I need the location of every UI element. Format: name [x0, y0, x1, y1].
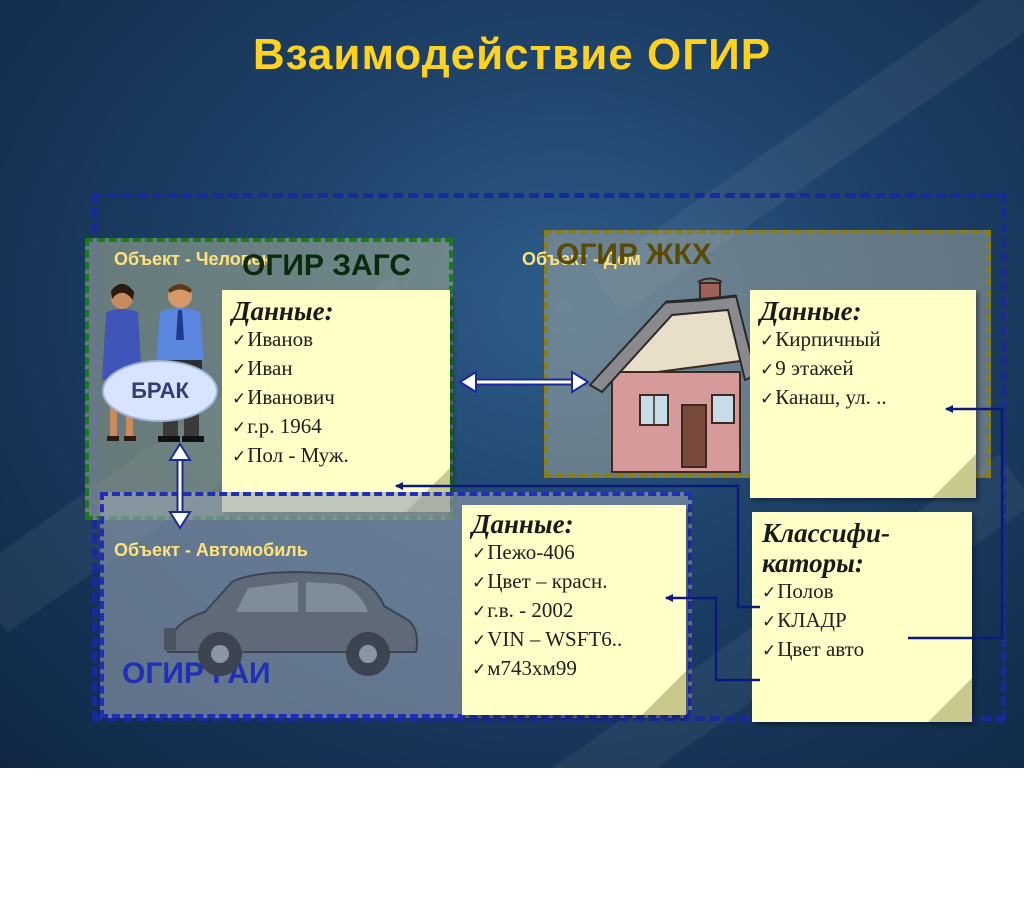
list-item: ✓Полов [762, 579, 834, 603]
list-item: ✓Пежо-406 [472, 540, 575, 564]
checkmark-icon: ✓ [762, 612, 777, 632]
checkmark-icon: ✓ [760, 331, 775, 351]
woman-shoe-left [107, 436, 119, 441]
house-door [681, 404, 707, 468]
car-window-front [236, 582, 298, 612]
checkmark-icon: ✓ [232, 447, 247, 467]
man-shoe-left [158, 436, 180, 442]
car-clipart [164, 570, 418, 676]
classifiers-title-line1: Классифи- [762, 518, 890, 548]
zhkh-data-note: Данные: ✓Кирпичный ✓9 этажей ✓Канаш, ул.… [750, 290, 976, 498]
man-shoe-right [182, 436, 204, 442]
connector-kladr-classifier [908, 405, 1004, 640]
list-item: ✓Пол - Муж. [232, 443, 349, 467]
vertical-arrow-head-top [168, 442, 192, 461]
gai-data-note: Данные: ✓Пежо-406 ✓Цвет – красн. ✓г.в. -… [462, 505, 686, 715]
list-item: ✓9 этажей [760, 356, 854, 380]
checkmark-icon: ✓ [472, 602, 487, 622]
double-arrow-head-right [571, 370, 590, 394]
zags-data-title: Данные: [232, 296, 334, 326]
zhkh-object-label: Объект - Дом [522, 249, 641, 269]
checkmark-icon: ✓ [472, 660, 487, 680]
gai-data-list: ✓Пежо-406 ✓Цвет – красн. ✓г.в. - 2002 ✓V… [472, 539, 676, 684]
connector-layer [168, 370, 1004, 682]
checkmark-icon: ✓ [760, 360, 775, 380]
note-fold [642, 671, 686, 715]
note-fold [928, 678, 972, 722]
connector-color-classifier [665, 594, 760, 682]
list-item: ✓Цвет авто [762, 637, 865, 661]
checkmark-icon: ✓ [762, 641, 777, 661]
gai-object-label: Объект - Автомобиль [114, 540, 308, 560]
zags-data-note: Данные: ✓Иванов ✓Иван ✓Иванович ✓г.р. 19… [222, 290, 450, 512]
gai-ogir-label: ОГИР ГАИ [122, 657, 271, 690]
list-item: ✓г.р. 1964 [232, 414, 322, 438]
list-item: ✓Цвет – красн. [472, 569, 608, 593]
list-item: ✓VIN – WSFT6.. [472, 627, 623, 651]
car-hubcap-rear [359, 645, 377, 663]
list-item: ✓Иванов [232, 327, 314, 351]
classifiers-note: Классифи- каторы: ✓Полов ✓КЛАДР ✓Цвет ав… [752, 512, 972, 722]
car-window-rear [306, 582, 368, 612]
checkmark-icon: ✓ [232, 360, 247, 380]
vertical-arrow-head-bottom [168, 511, 192, 530]
classifiers-title-line2: каторы: [762, 548, 864, 578]
zags-ogir-label: ОГИР ЗАГС [242, 249, 411, 282]
checkmark-icon: ✓ [472, 573, 487, 593]
list-item: ✓м743хм99 [472, 656, 577, 680]
checkmark-icon: ✓ [472, 631, 487, 651]
checkmark-icon: ✓ [762, 583, 777, 603]
connector-gender-classifier [395, 482, 760, 609]
note-fold [932, 454, 976, 498]
zhkh-data-title: Данные: [760, 296, 862, 326]
woman-shoe-right [124, 436, 136, 441]
woman-hair [111, 283, 134, 300]
checkmark-icon: ✓ [472, 544, 487, 564]
zhkh-data-list: ✓Кирпичный ✓9 этажей ✓Канаш, ул. .. [760, 326, 966, 413]
zags-object-label: Объект - Человек [114, 249, 271, 269]
chimney-top [697, 277, 723, 283]
man-tie [176, 310, 184, 340]
woman-dress [102, 309, 142, 380]
list-item: ✓Канаш, ул. .. [760, 385, 887, 409]
double-arrow-head-left [458, 370, 477, 394]
zhkh-ogir-label: ОГИР ЖКХ [556, 238, 712, 271]
list-item: ✓Иван [232, 356, 293, 380]
checkmark-icon: ✓ [760, 389, 775, 409]
list-item: ✓Кирпичный [760, 327, 881, 351]
car-grille [164, 628, 176, 650]
checkmark-icon: ✓ [232, 418, 247, 438]
checkmark-icon: ✓ [232, 389, 247, 409]
house-window-right [711, 394, 735, 424]
marriage-label: БРАК [131, 378, 189, 403]
roof-ridge [665, 294, 737, 304]
marriage-oval: БРАК [102, 360, 218, 422]
list-item: ✓КЛАДР [762, 608, 847, 632]
checkmark-icon: ✓ [232, 331, 247, 351]
man-hair [168, 284, 192, 293]
zags-data-list: ✓Иванов ✓Иван ✓Иванович ✓г.р. 1964 ✓Пол … [232, 326, 440, 471]
list-item: ✓Иванович [232, 385, 335, 409]
car-hubcap-front [211, 645, 229, 663]
slide-title: Взаимодействие ОГИР [252, 30, 772, 79]
classifiers-list: ✓Полов ✓КЛАДР ✓Цвет авто [762, 578, 962, 665]
house-clipart [588, 277, 758, 473]
gai-data-title: Данные: [472, 509, 574, 539]
list-item: ✓г.в. - 2002 [472, 598, 574, 622]
